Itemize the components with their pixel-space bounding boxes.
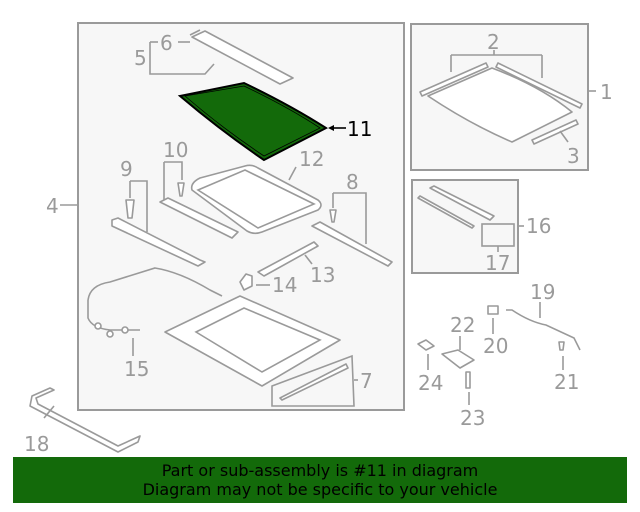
part-19-hose[interactable] [506,309,581,351]
callout-15[interactable]: 15 [124,357,149,381]
leader-13 [304,254,313,265]
callout-9[interactable]: 9 [120,157,133,181]
banner-line-1: Part or sub-assembly is #11 in diagram [161,461,479,480]
group-box-16 [411,179,519,274]
part-10-bracket[interactable] [159,182,239,239]
part-12-seal[interactable] [190,164,322,235]
part-8-rail[interactable] [311,209,393,267]
leader-2 [450,50,543,78]
callout-6[interactable]: 6 [160,31,173,55]
part-6-molding[interactable] [189,29,294,85]
part-18-trim[interactable] [29,387,141,453]
part-24-clip[interactable] [417,339,435,351]
callout-10[interactable]: 10 [163,138,188,162]
leader-5 [149,42,215,75]
part-20-clip[interactable] [487,305,499,315]
callout-17[interactable]: 17 [485,251,510,275]
callout-7[interactable]: 7 [360,369,373,393]
callout-13[interactable]: 13 [310,263,335,287]
arrow-11 [328,125,334,131]
callout-14[interactable]: 14 [272,273,297,297]
part-7-strip[interactable] [279,363,349,401]
group-box-7 [271,354,355,407]
part-22-bracket[interactable] [441,349,475,369]
banner-line-2: Diagram may not be specific to your vehi… [142,480,498,499]
part-23-bolt[interactable] [465,371,471,389]
callout-2[interactable]: 2 [487,30,500,54]
callout-24[interactable]: 24 [418,371,443,395]
callout-1[interactable]: 1 [600,80,613,104]
callout-21[interactable]: 21 [554,370,579,394]
part-1-roof-panel[interactable] [427,67,573,143]
callout-19[interactable]: 19 [530,280,555,304]
callout-23[interactable]: 23 [460,406,485,430]
callout-18[interactable]: 18 [24,432,49,456]
part-16-strips[interactable] [417,185,495,229]
part-11-glass[interactable] [177,81,329,162]
leader-3 [559,130,569,143]
part-3-molding[interactable] [531,119,579,145]
leader-9 [129,180,148,232]
part-15-harness[interactable] [87,267,223,338]
callout-20[interactable]: 20 [483,334,508,358]
callout-5[interactable]: 5 [134,46,147,70]
callout-22[interactable]: 22 [450,313,475,337]
leader-18 [43,405,55,419]
info-banner: Part or sub-assembly is #11 in diagram D… [13,457,627,503]
callout-16[interactable]: 16 [526,214,551,238]
leader-8 [332,192,367,244]
part-13-guide[interactable] [257,241,319,277]
callout-12[interactable]: 12 [299,147,324,171]
callout-11[interactable]: 11 [347,117,372,141]
sunroof-frame[interactable] [164,295,341,387]
part-21-clip[interactable] [558,341,565,351]
callout-8[interactable]: 8 [346,170,359,194]
part-14-motor[interactable] [239,273,253,291]
leader-12 [288,166,297,181]
leader-10 [163,161,183,200]
callout-4[interactable]: 4 [46,194,59,218]
part-9-rail[interactable] [111,199,206,267]
part-2-moldings[interactable] [419,62,583,109]
callout-3[interactable]: 3 [567,144,580,168]
